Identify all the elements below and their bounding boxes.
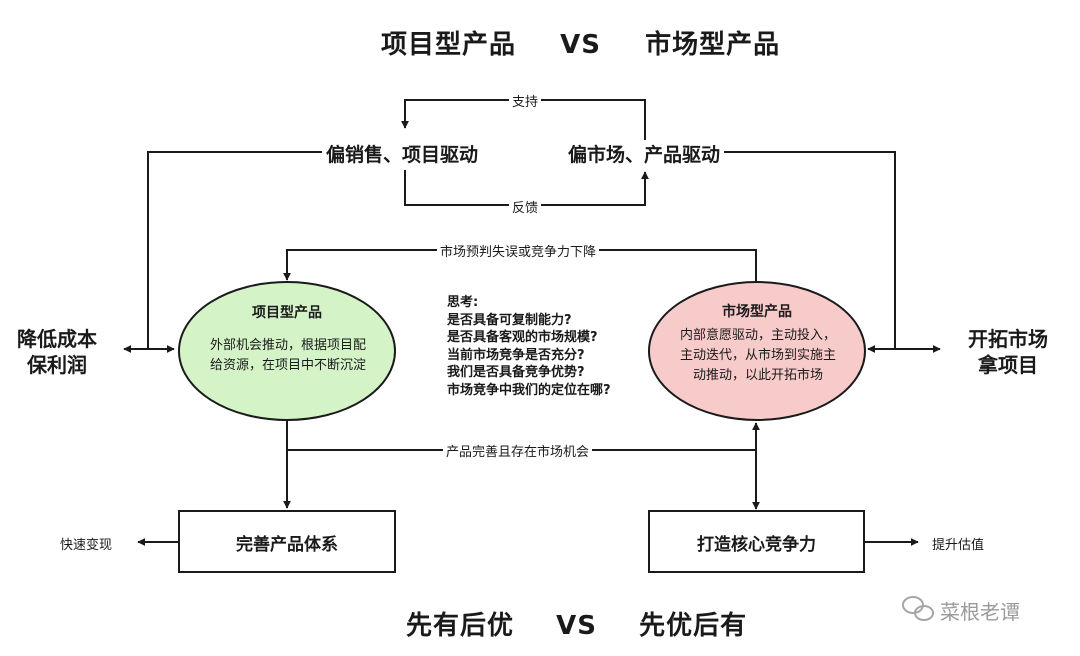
bottom-title: 先有后优 VS 先优后有 (406, 605, 747, 642)
right-outcome-label: 提升估值 (932, 538, 985, 553)
right-side-line2: 拿项目 (978, 353, 1038, 377)
thinking-block: 思考: 是否具备可复制能力? 是否具备客观的市场规模? 当前市场竞争是否充分? … (447, 294, 611, 399)
left-box-label: 完善产品体系 (236, 535, 338, 555)
left-ellipse-title: 项目型产品 (252, 305, 322, 321)
thinking-question: 是否具备可复制能力? (447, 312, 572, 328)
right-box-shape (648, 510, 865, 573)
improve-label: 产品完善且存在市场机会 (443, 441, 593, 460)
support-label: 支持 (509, 91, 542, 110)
thinking-question: 我们是否具备竞争优势? (447, 365, 585, 380)
right-side-line1: 开拓市场 (968, 327, 1048, 351)
right-outer-connector (724, 151, 896, 349)
top-title-vs: VS (560, 30, 601, 60)
top-title-left: 项目型产品 (381, 30, 517, 60)
right-ellipse-body: 内部意愿驱动，主动投入，主动迭代，从市场到实施主动推动，以此开拓市场 (679, 328, 836, 383)
left-side-line1: 降低成本 (17, 327, 97, 351)
right-box-label: 打造核心竞争力 (697, 535, 816, 555)
left-side-label: 降低成本 保利润 (12, 326, 102, 378)
bottom-title-right: 先优后有 (639, 611, 748, 641)
right-ellipse-shape (648, 281, 866, 421)
bottom-title-left: 先有后优 (406, 611, 515, 641)
watermark-text: 菜根老谭 (940, 600, 1020, 624)
left-box-shape (178, 510, 396, 573)
thinking-question: 当前市场竞争是否充分? (447, 347, 585, 363)
right-side-label: 开拓市场 拿项目 (962, 326, 1054, 378)
market-driven-node: 偏市场、产品驱动 (568, 144, 721, 166)
misjudge-label: 市场预判失误或竞争力下降 (437, 241, 600, 260)
top-title-right: 市场型产品 (645, 30, 781, 60)
left-outcome-label: 快速变现 (60, 538, 113, 553)
right-ellipse-title: 市场型产品 (722, 304, 792, 320)
left-side-line2: 保利润 (27, 353, 87, 377)
thinking-question: 市场竞争中我们的定位在哪? (447, 382, 611, 398)
bottom-title-vs: VS (556, 611, 597, 641)
feedback-label: 反馈 (509, 197, 542, 216)
thinking-heading: 思考: (447, 295, 479, 310)
left-ellipse-body: 外部机会推动，根据项目配给资源，在项目中不断沉淀 (209, 338, 366, 373)
thinking-question: 是否具备客观的市场规模? (447, 330, 598, 345)
sales-driven-node: 偏销售、项目驱动 (326, 144, 479, 166)
left-ellipse-shape (178, 281, 396, 421)
left-outer-connector (147, 151, 322, 349)
top-title: 项目型产品 VS 市场型产品 (381, 24, 780, 61)
wechat-icon (902, 596, 934, 621)
